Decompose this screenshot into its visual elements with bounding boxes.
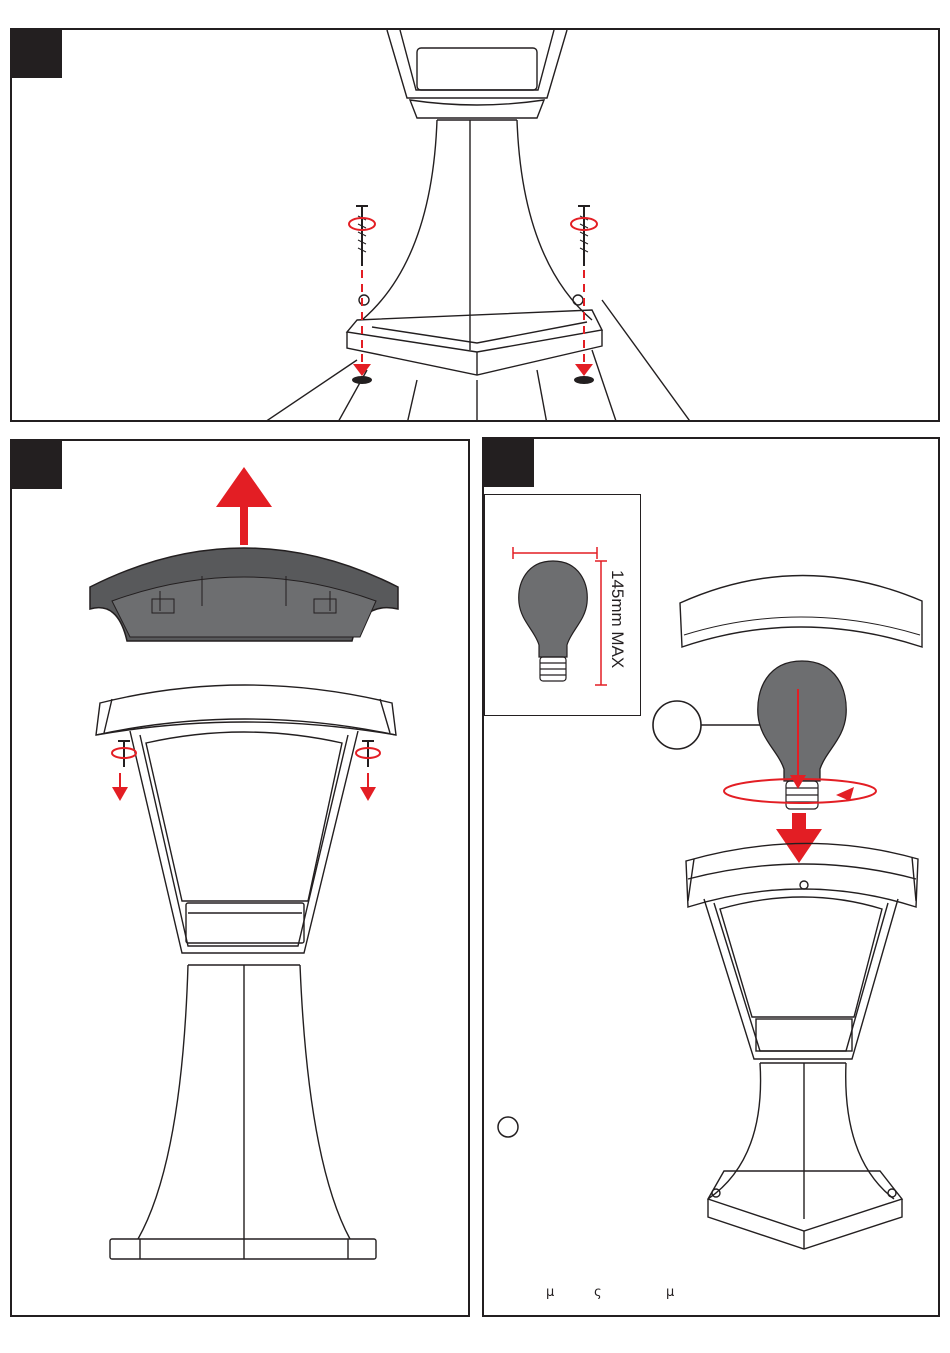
step-2-panel (10, 439, 470, 1317)
footer-glyph-2: ς (594, 1285, 602, 1300)
down-arrow-icon (353, 364, 371, 376)
footer-glyph-1: μ (546, 1285, 554, 1300)
callout-circle (653, 701, 701, 749)
cover-removal-illustration (12, 441, 470, 1317)
up-arrow-icon (216, 467, 272, 545)
bulb-installation-illustration (484, 439, 940, 1317)
down-arrow-icon (776, 813, 822, 863)
step-3-panel: 145mm MAX (482, 437, 940, 1317)
footer-glyph-3: μ (666, 1285, 674, 1300)
bulb-icon (758, 661, 846, 809)
rotate-arrow-icon (349, 218, 597, 230)
screw-icon (356, 206, 590, 266)
lamp-stem-shape (110, 965, 376, 1259)
lantern-head-shape (96, 685, 396, 953)
loose-cover-shape (680, 575, 922, 647)
marker-circle (498, 1117, 518, 1137)
top-cover-shape (90, 548, 398, 641)
base-mounting-illustration (12, 30, 940, 422)
step-1-panel (10, 28, 940, 422)
lantern-head-shape (686, 843, 918, 1059)
lamp-stem-shape (708, 1063, 902, 1249)
down-arrow-icon (575, 364, 593, 376)
